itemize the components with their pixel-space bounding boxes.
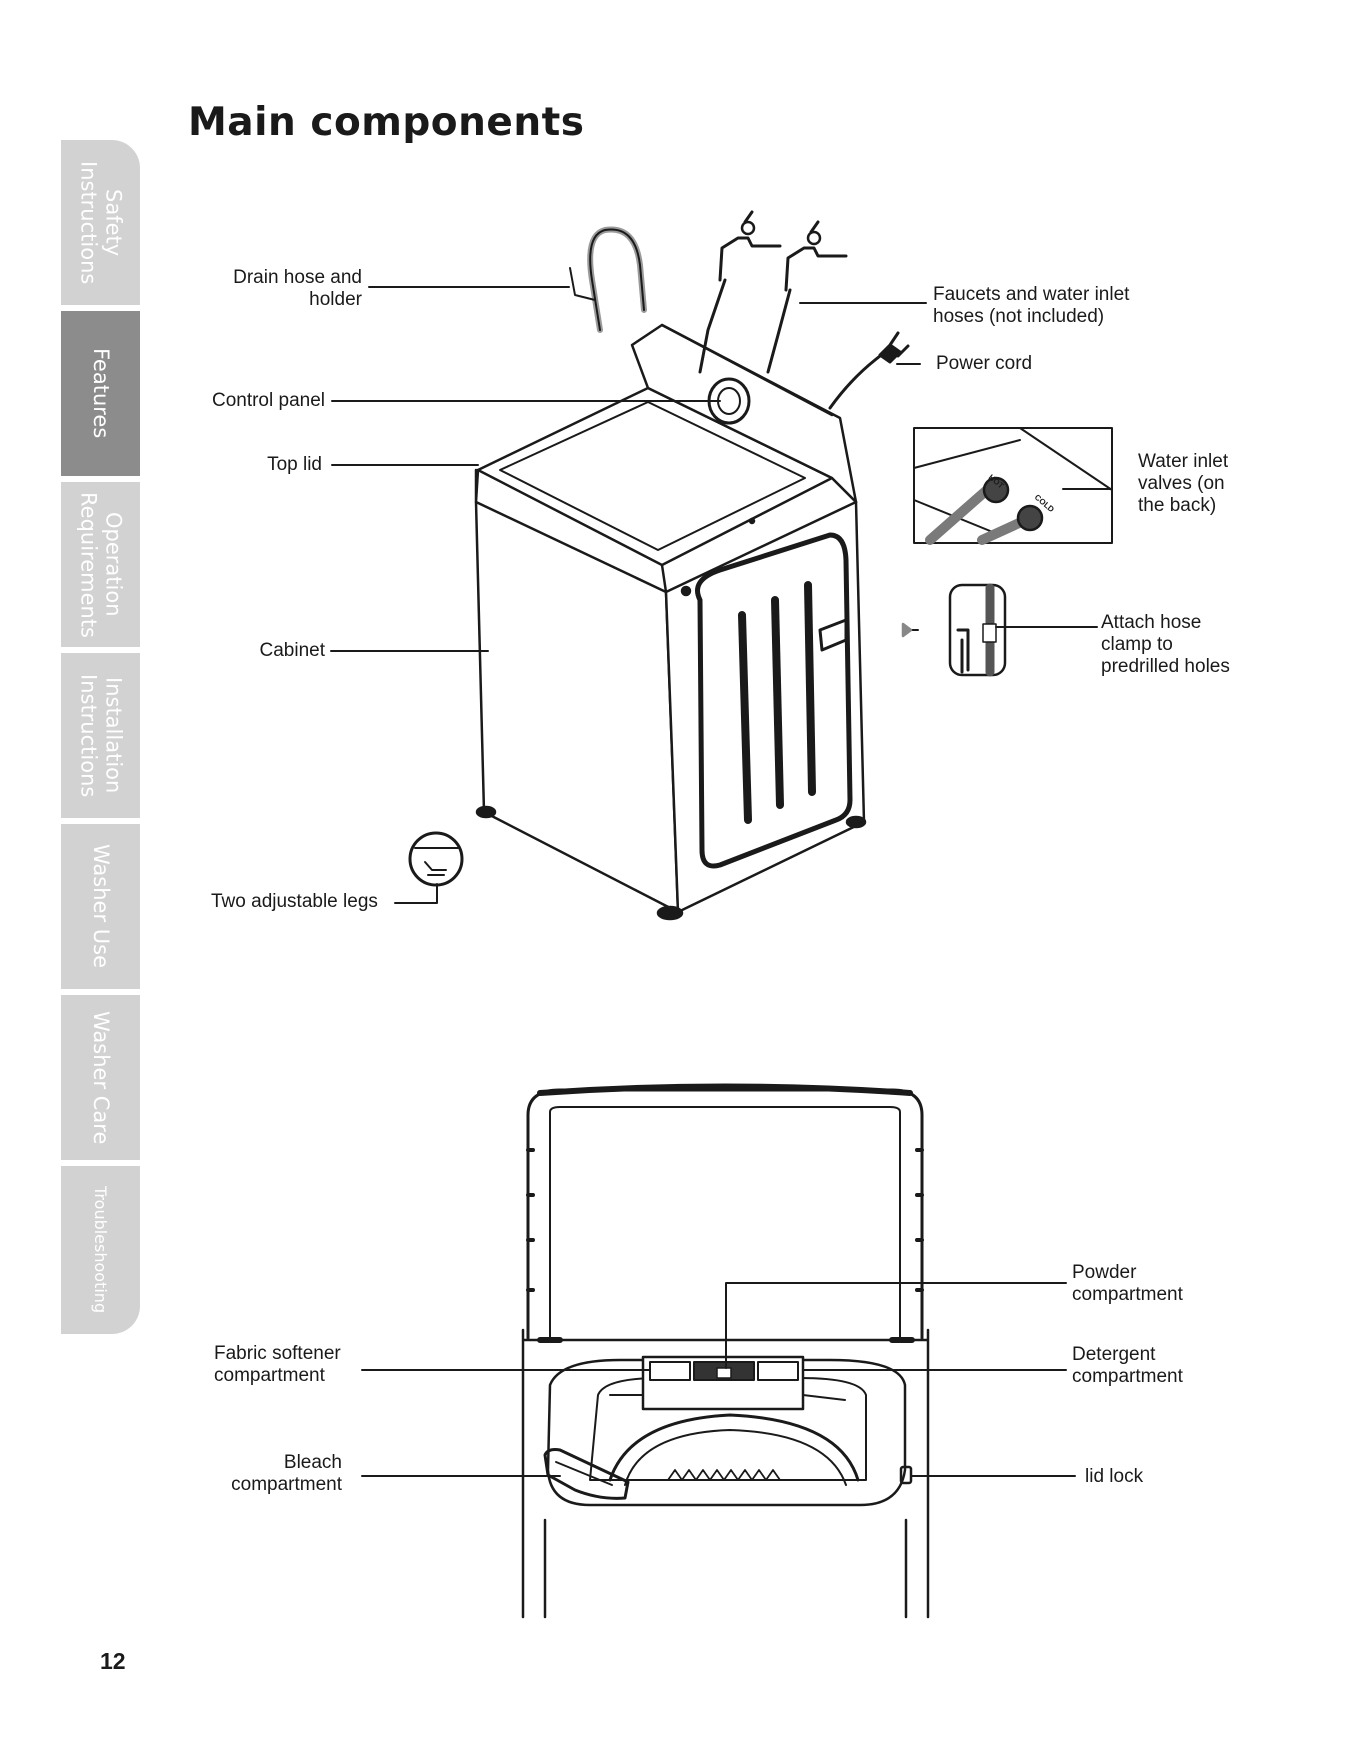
dispenser <box>609 1355 846 1411</box>
page-number: 12 <box>100 1648 126 1674</box>
faucet-icon <box>784 220 848 292</box>
label-top-lid: Top lid <box>267 454 322 475</box>
tab-installation-instructions[interactable]: Installation Instructions <box>61 653 140 821</box>
tab-label: Features <box>89 348 113 439</box>
hot-valve <box>982 476 1010 504</box>
open-lid <box>526 1088 924 1340</box>
plug-icon <box>878 331 910 364</box>
page-title: Main components <box>188 100 585 145</box>
label-legs: Two adjustable legs <box>211 891 378 912</box>
tab-label: Operation Requirements <box>76 491 126 638</box>
label-lid-lock: lid lock <box>1085 1466 1144 1487</box>
tab-features[interactable]: Features <box>61 311 140 479</box>
tab-operation-requirements[interactable]: Operation Requirements <box>61 482 140 650</box>
cabinet <box>474 500 680 914</box>
washer-open-lid-illustration <box>521 1083 930 1619</box>
foot <box>845 815 867 829</box>
leader-powder <box>725 1282 1067 1369</box>
leg-inset <box>408 831 464 887</box>
label-power-cord: Power cord <box>936 353 1033 374</box>
bleach-cup <box>543 1448 630 1500</box>
tab-label: Washer Use <box>89 844 113 969</box>
label-powder: Powder compartment <box>1072 1262 1183 1305</box>
tub-rim <box>546 1358 907 1507</box>
power-cord <box>828 350 887 410</box>
washer-perspective-illustration <box>408 210 910 921</box>
label-fabric-softener: Fabric softener compartment <box>214 1343 341 1386</box>
label-water-inlet-valves: Water inlet valves (on the back) <box>1138 451 1229 516</box>
tab-label: Washer Care <box>89 1010 113 1145</box>
water-inlet-valves-inset <box>913 427 1113 545</box>
cold-valve <box>1016 504 1044 532</box>
tab-washer-care[interactable]: Washer Care <box>61 995 140 1163</box>
tab-washer-use[interactable]: Washer Use <box>61 824 140 992</box>
inlet-hose <box>766 288 792 374</box>
tab-label: Troubleshooting <box>91 1186 110 1314</box>
tab-safety-instructions[interactable]: Safety Instructions <box>61 140 140 308</box>
tab-label: Installation Instructions <box>76 673 126 798</box>
tab-label: Safety Instructions <box>76 160 126 285</box>
foot <box>656 905 684 921</box>
inlet-hose <box>698 278 727 374</box>
label-control-panel: Control panel <box>211 390 325 411</box>
section-tabs: Safety Instructions Features Operation R… <box>61 140 140 1335</box>
label-detergent: Detergent compartment <box>1072 1344 1183 1387</box>
label-cabinet: Cabinet <box>259 640 326 661</box>
drum <box>608 1413 860 1482</box>
foot <box>475 805 497 819</box>
label-drain-hose: Drain hose and holder <box>233 267 362 310</box>
label-hose-clamp: Attach hose clamp to predrilled holes <box>1101 612 1230 677</box>
cabinet-side <box>664 500 866 914</box>
label-bleach: Bleach compartment <box>231 1452 342 1495</box>
side-panel <box>695 532 853 869</box>
leader-legs <box>394 883 438 904</box>
faucet-icon <box>718 210 782 282</box>
label-faucets: Faucets and water inlet hoses (not inclu… <box>933 284 1130 327</box>
tab-troubleshooting[interactable]: Troubleshooting <box>61 1166 140 1334</box>
cabinet-body <box>521 1328 930 1619</box>
hose-clamp-inset <box>901 583 1007 677</box>
